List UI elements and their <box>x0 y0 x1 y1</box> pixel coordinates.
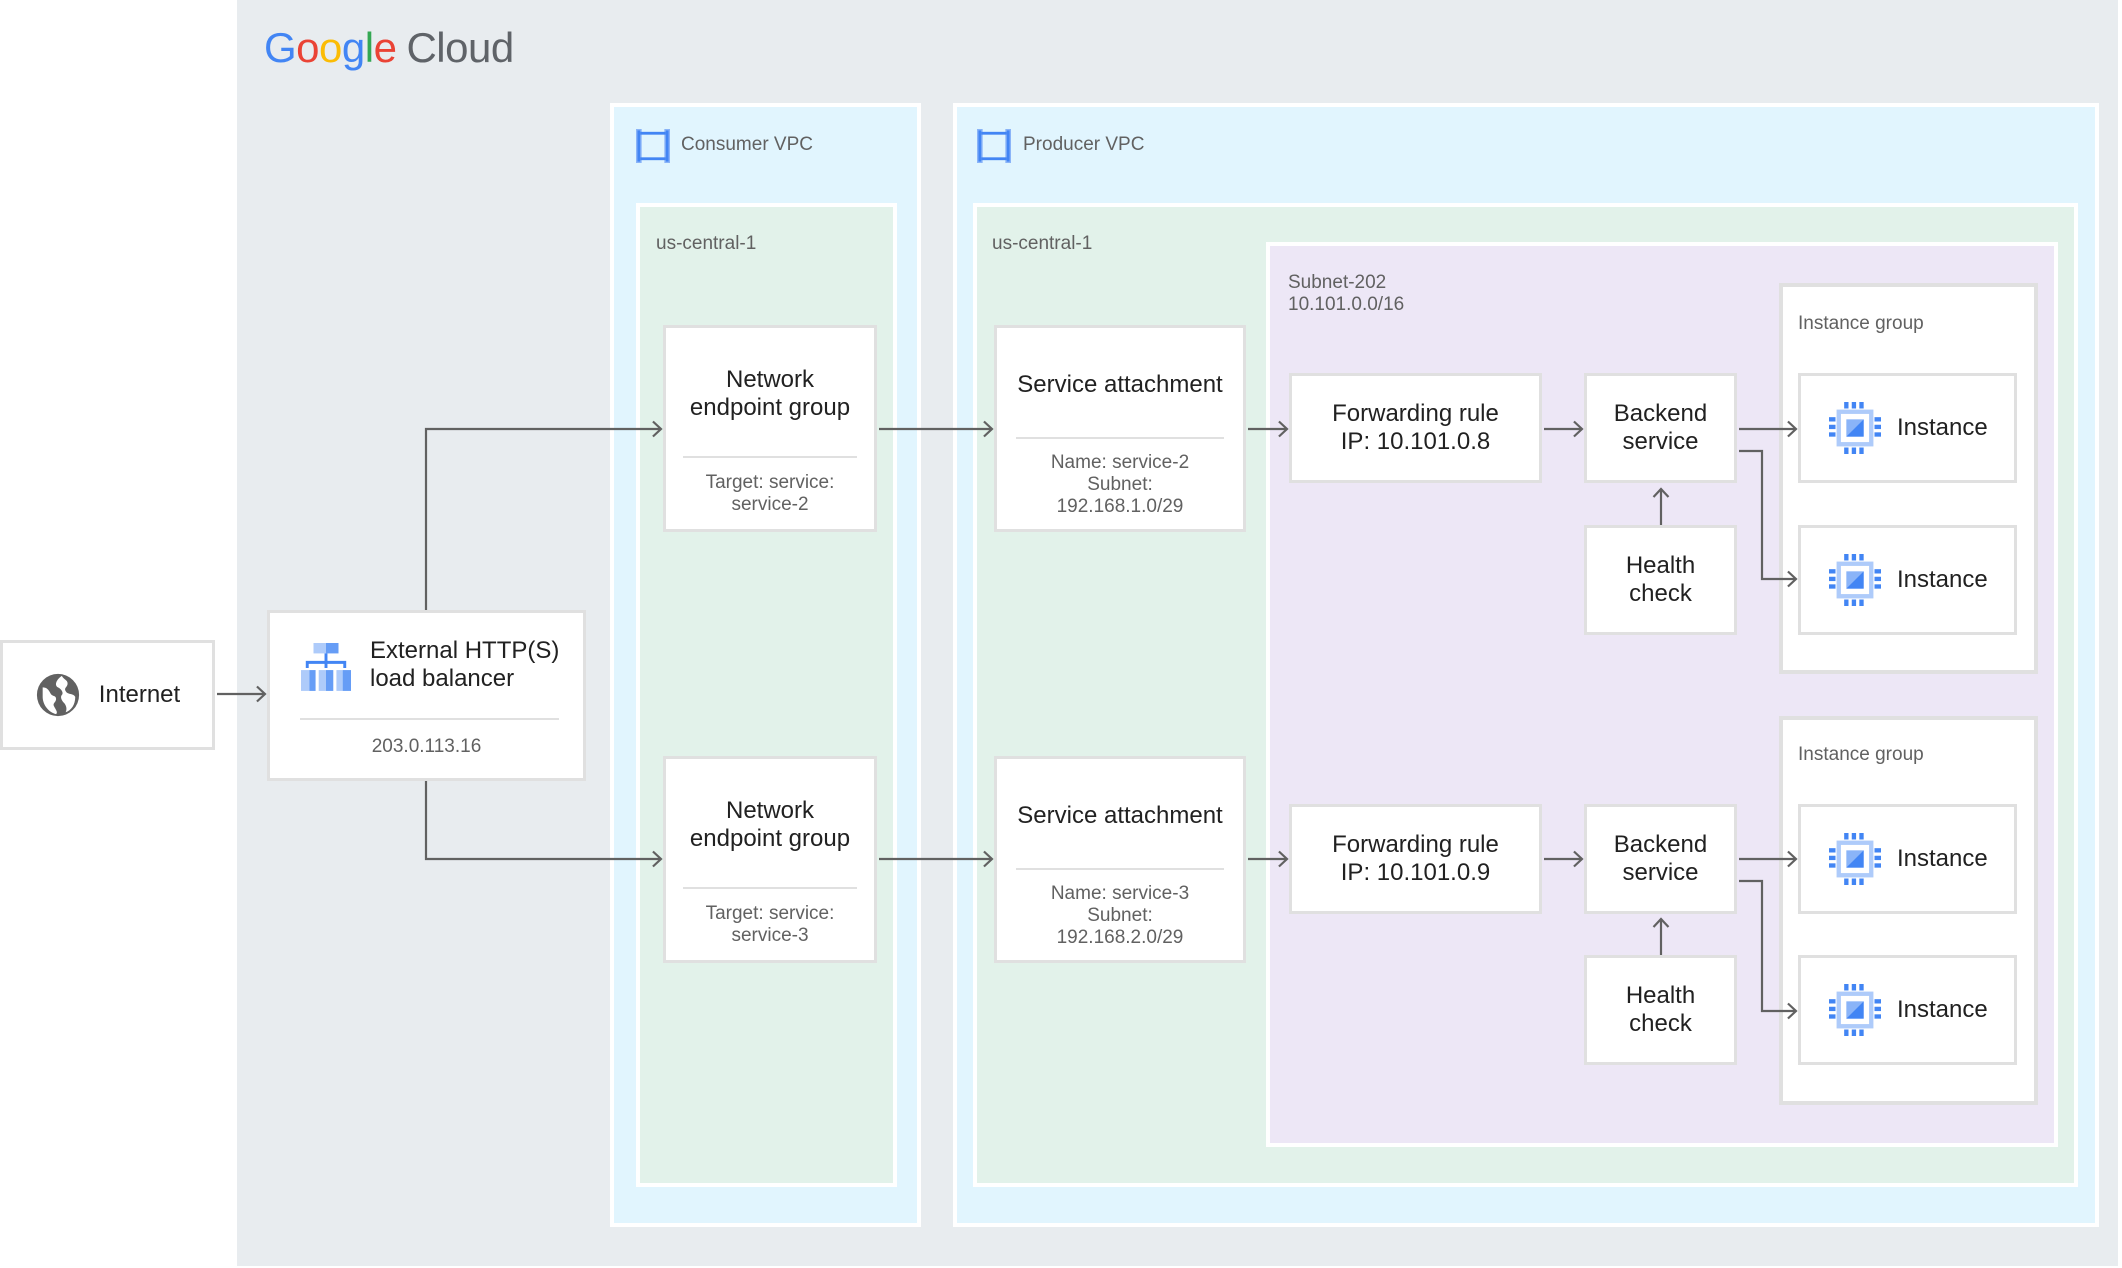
arrowhead-icon <box>652 850 663 868</box>
backend-service-1[interactable]: Backend service <box>1584 373 1737 483</box>
service-attachment-subnet-label: Subnet: <box>1087 905 1153 926</box>
arrowhead-icon <box>1787 850 1798 868</box>
vpc-icon <box>977 129 1011 163</box>
network-endpoint-group-2[interactable]: Network endpoint group Target: service: … <box>663 756 877 963</box>
load-balancer-title: External HTTP(S) load balancer <box>370 637 560 692</box>
consumer-vpc-label: Consumer VPC <box>681 134 813 155</box>
health-check-label: check <box>1629 580 1692 607</box>
arrowhead-icon <box>1652 917 1670 928</box>
divider <box>300 718 559 720</box>
load-balancer-ip: 203.0.113.16 <box>371 736 482 757</box>
compute-chip-icon <box>1829 402 1881 454</box>
health-check-1[interactable]: Health check <box>1584 525 1737 635</box>
service-attachment-name: Name: service-2 <box>1050 452 1190 473</box>
arrowhead-icon <box>1278 850 1289 868</box>
forwarding-rule-1[interactable]: Forwarding rule IP: 10.101.0.8 <box>1289 373 1542 483</box>
compute-chip-icon <box>1829 833 1881 885</box>
neg-target: Target: service: service-2 <box>705 472 835 515</box>
subnet-label: Subnet-202 10.101.0.0/16 <box>1288 272 1404 316</box>
backend-service-2[interactable]: Backend service <box>1584 804 1737 914</box>
arrowhead-icon <box>652 420 663 438</box>
divider <box>683 887 857 889</box>
connector-line <box>1739 449 1796 581</box>
service-attachment-2[interactable]: Service attachment Name: service-3 Subne… <box>994 756 1246 963</box>
arrowhead-icon <box>983 850 994 868</box>
instance-group-label: Instance group <box>1798 313 1924 334</box>
connector-line <box>1739 879 1796 1013</box>
arrowhead-icon <box>1787 420 1798 438</box>
forwarding-rule-title: Forwarding rule <box>1332 831 1499 858</box>
instance-label: Instance <box>1897 845 1988 872</box>
health-check-label: check <box>1629 1010 1692 1037</box>
instance-label: Instance <box>1897 996 1988 1023</box>
service-attachment-title: Service attachment <box>1017 802 1223 829</box>
load-balancer-icon <box>301 643 351 691</box>
consumer-region-label: us-central-1 <box>656 233 757 254</box>
forwarding-rule-title: Forwarding rule <box>1332 400 1499 427</box>
arrowhead-icon <box>1573 850 1584 868</box>
divider <box>683 456 857 458</box>
forwarding-rule-ip: IP: 10.101.0.8 <box>1340 428 1491 455</box>
divider <box>1016 437 1224 439</box>
backend-service-label: service <box>1622 428 1699 455</box>
service-attachment-title: Service attachment <box>1017 371 1223 398</box>
arrowhead-icon <box>256 685 267 703</box>
instance-2[interactable]: Instance <box>1798 525 2017 635</box>
compute-chip-icon <box>1829 554 1881 606</box>
instance-label: Instance <box>1897 414 1988 441</box>
globe-icon <box>36 673 79 717</box>
subnet-name: Subnet-202 <box>1288 272 1387 293</box>
service-attachment-1[interactable]: Service attachment Name: service-2 Subne… <box>994 325 1246 532</box>
network-endpoint-group-1[interactable]: Network endpoint group Target: service: … <box>663 325 877 532</box>
internet-label: Internet <box>98 681 181 708</box>
instance-label: Instance <box>1897 566 1988 593</box>
arrowhead-icon <box>983 420 994 438</box>
connector-line <box>424 781 661 861</box>
divider <box>1016 868 1224 870</box>
backend-service-label: Backend <box>1613 400 1708 427</box>
arrowhead-icon <box>1652 487 1670 498</box>
producer-region-label: us-central-1 <box>992 233 1093 254</box>
forwarding-rule-ip: IP: 10.101.0.9 <box>1340 859 1491 886</box>
producer-vpc-label: Producer VPC <box>1023 134 1145 155</box>
backend-service-label: service <box>1622 859 1699 886</box>
health-check-label: Health <box>1625 552 1696 579</box>
service-attachment-subnet: 192.168.1.0/29 <box>1056 496 1184 517</box>
subnet-cidr: 10.101.0.0/16 <box>1288 294 1405 315</box>
instance-4[interactable]: Instance <box>1798 955 2017 1065</box>
neg-target: Target: service: service-3 <box>705 903 835 946</box>
arrowhead-icon <box>1573 420 1584 438</box>
health-check-label: Health <box>1625 982 1696 1009</box>
instance-group-label: Instance group <box>1798 744 1924 765</box>
vpc-icon <box>636 129 670 163</box>
instance-1[interactable]: Instance <box>1798 373 2017 483</box>
neg-title: Network endpoint group <box>689 366 851 421</box>
neg-title: Network endpoint group <box>689 797 851 852</box>
service-attachment-name: Name: service-3 <box>1050 883 1190 904</box>
arrowhead-icon <box>1787 570 1798 588</box>
connector-line <box>424 427 661 610</box>
arrowhead-icon <box>1278 420 1289 438</box>
backend-service-label: Backend <box>1613 831 1708 858</box>
service-attachment-subnet: 192.168.2.0/29 <box>1056 927 1184 948</box>
service-attachment-subnet-label: Subnet: <box>1087 474 1153 495</box>
instance-3[interactable]: Instance <box>1798 804 2017 914</box>
load-balancer-node[interactable]: External HTTP(S) load balancer 203.0.113… <box>267 610 586 781</box>
forwarding-rule-2[interactable]: Forwarding rule IP: 10.101.0.9 <box>1289 804 1542 914</box>
health-check-2[interactable]: Health check <box>1584 955 1737 1065</box>
arrowhead-icon <box>1787 1002 1798 1020</box>
internet-node[interactable]: Internet <box>0 640 215 750</box>
compute-chip-icon <box>1829 984 1881 1036</box>
